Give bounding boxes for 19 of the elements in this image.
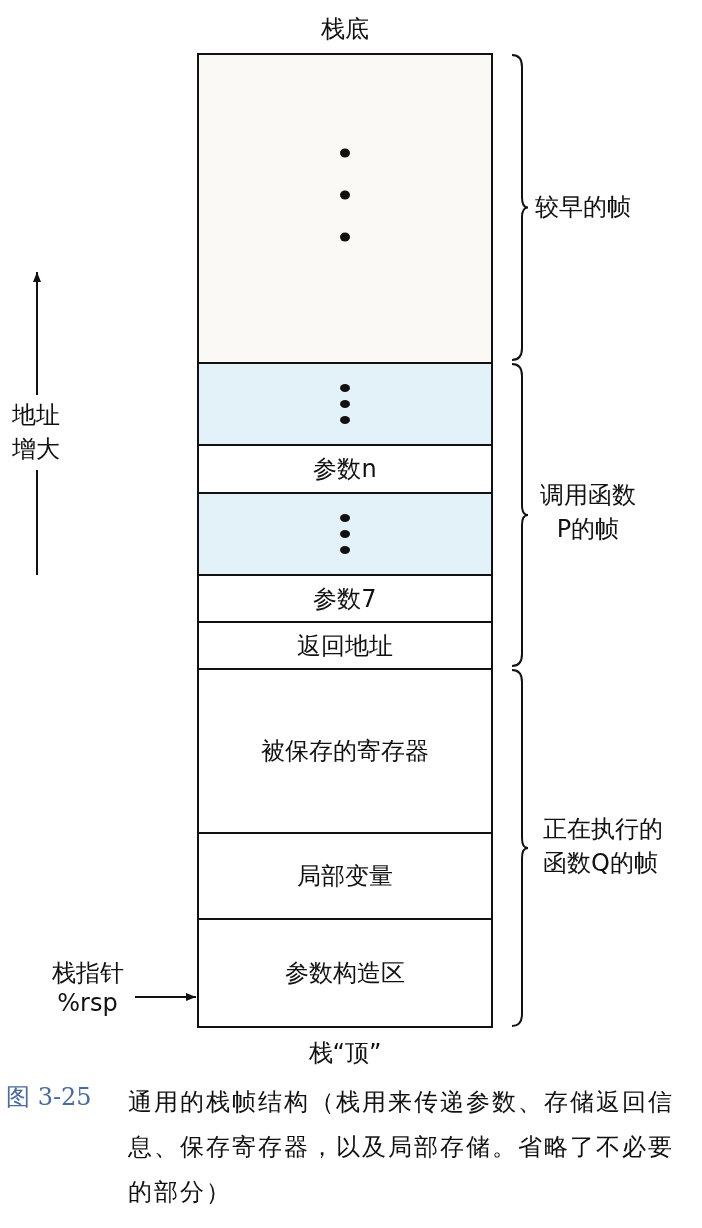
stack-region [197,492,493,576]
stack-cell: 返回地址 [197,621,493,670]
stack-cell: 被保存的寄存器 [197,668,493,834]
frame-label: 调用函数P的帧 [539,480,637,545]
figure-number: 图 3-25 [6,1082,93,1113]
frame-label: 较早的帧 [535,192,632,223]
stack-top-label: 栈“顶” [307,1038,383,1069]
stack-region [197,53,493,364]
arrow [134,993,197,1001]
stack-region [197,362,493,446]
figure-caption: 通用的栈帧结构（栈用来传递参数、存储返回信息、保存寄存器，以及局部存储。省略了不必要的部分） [128,1087,675,1208]
stack-bottom-label: 栈底 [320,14,370,45]
pointer-label: 栈指针 %rsp [40,958,135,1018]
frame-label: 正在执行的函数Q的帧 [543,814,664,879]
stack-cell: 参数7 [197,574,493,623]
stack-cell: 参数构造区 [197,918,493,1028]
stack-cell: 参数n [197,444,493,494]
axis-label: 地址增大 [11,400,61,465]
stack-cell: 局部变量 [197,832,493,920]
